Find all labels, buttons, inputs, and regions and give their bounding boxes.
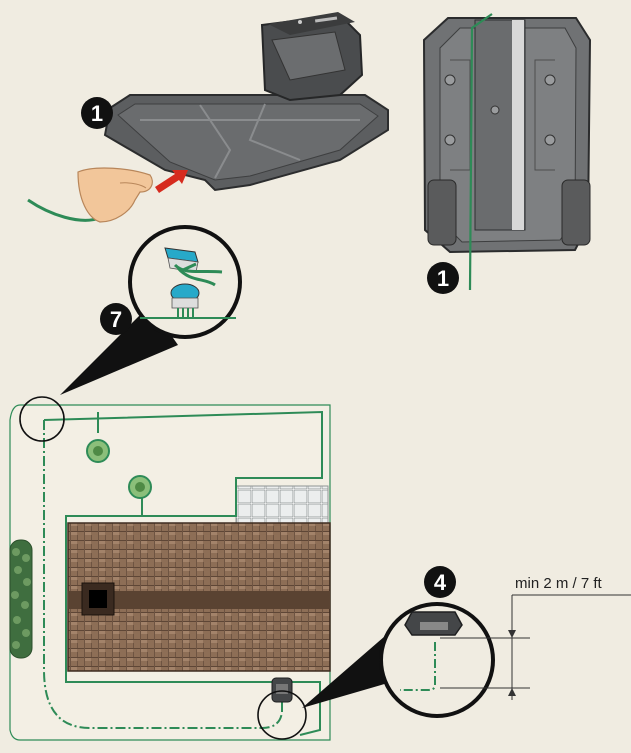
paving-grid [235, 485, 329, 527]
mower-underside [422, 13, 592, 291]
connector-magnifier [60, 225, 242, 395]
connector-spot-marker [19, 396, 65, 442]
red-arrow-icon [155, 170, 188, 193]
step-1-badge-top: 1 [81, 97, 113, 129]
station-spot-marker [257, 690, 307, 740]
clearance-label: min 2 m / 7 ft [515, 575, 603, 592]
step-7-badge: 7 [100, 303, 132, 335]
step-7-label: 7 [110, 307, 122, 332]
step-1-badge-bottom: 1 [427, 262, 459, 294]
garden-plan [9, 396, 331, 741]
charging-station-top-view [103, 12, 389, 192]
clearance-dimension: min 2 m / 7 ft [440, 575, 631, 700]
step-4-badge: 4 [424, 566, 456, 598]
wire-connector-icon [140, 247, 236, 319]
hand-icon [27, 167, 153, 223]
step-1-label-top: 1 [91, 101, 103, 126]
step-1-label-bottom: 1 [437, 266, 449, 291]
charging-station-icon [271, 677, 293, 703]
step-4-label: 4 [434, 570, 447, 595]
